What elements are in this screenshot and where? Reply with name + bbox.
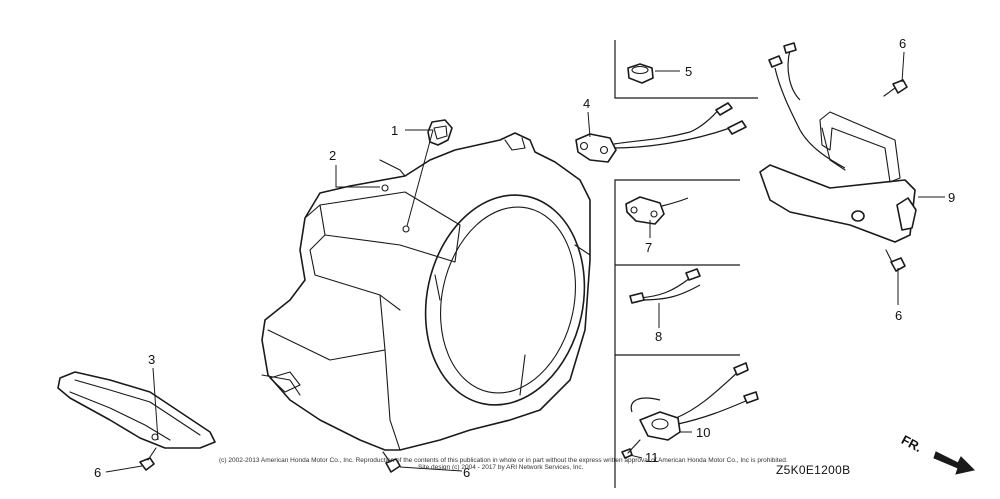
sensor-with-leads[interactable]	[630, 362, 759, 441]
switch-bracket[interactable]	[759, 42, 917, 243]
callout-1: 1	[391, 123, 398, 138]
wire-harness[interactable]	[629, 268, 701, 304]
callout-6-lower-left: 6	[94, 465, 101, 480]
callout-8: 8	[655, 329, 662, 344]
oil-level-switch-assembly[interactable]	[575, 102, 747, 163]
group-box-top	[614, 40, 758, 99]
clip-part[interactable]	[427, 119, 453, 146]
callout-4: 4	[583, 96, 590, 111]
diagram-code: Z5K0E1200B	[776, 463, 851, 477]
callout-9: 9	[948, 190, 955, 205]
flange-bolt-top-right[interactable]	[883, 79, 908, 97]
flange-bolt-bottom-center[interactable]	[382, 451, 401, 473]
callout-2: 2	[329, 148, 336, 163]
callout-7: 7	[645, 240, 652, 255]
group-box-main	[614, 179, 740, 488]
copyright-notice: (c) 2002-2013 American Honda Motor Co., …	[219, 457, 788, 464]
callout-6-bracket: 6	[895, 308, 902, 323]
sensor-part[interactable]	[625, 196, 689, 225]
callout-6-bottom-center: 6	[463, 465, 470, 480]
flange-bolt-bracket-lower[interactable]	[885, 249, 906, 272]
front-arrow-icon	[933, 451, 975, 475]
callout-11: 11	[645, 450, 659, 465]
front-direction-indicator: FR.	[899, 432, 978, 476]
callout-10: 10	[696, 425, 710, 440]
grommet[interactable]	[627, 63, 654, 84]
callout-6-top-right: 6	[899, 36, 906, 51]
site-design-notice: Site design (c) 2004 - 2017 by ARI Netwo…	[418, 464, 584, 471]
guard-plate[interactable]	[57, 371, 216, 449]
callout-3: 3	[148, 352, 155, 367]
flange-bolt-lower-left[interactable]	[139, 447, 157, 471]
fan-cover-shroud[interactable]	[261, 132, 603, 451]
callout-5: 5	[685, 64, 692, 79]
